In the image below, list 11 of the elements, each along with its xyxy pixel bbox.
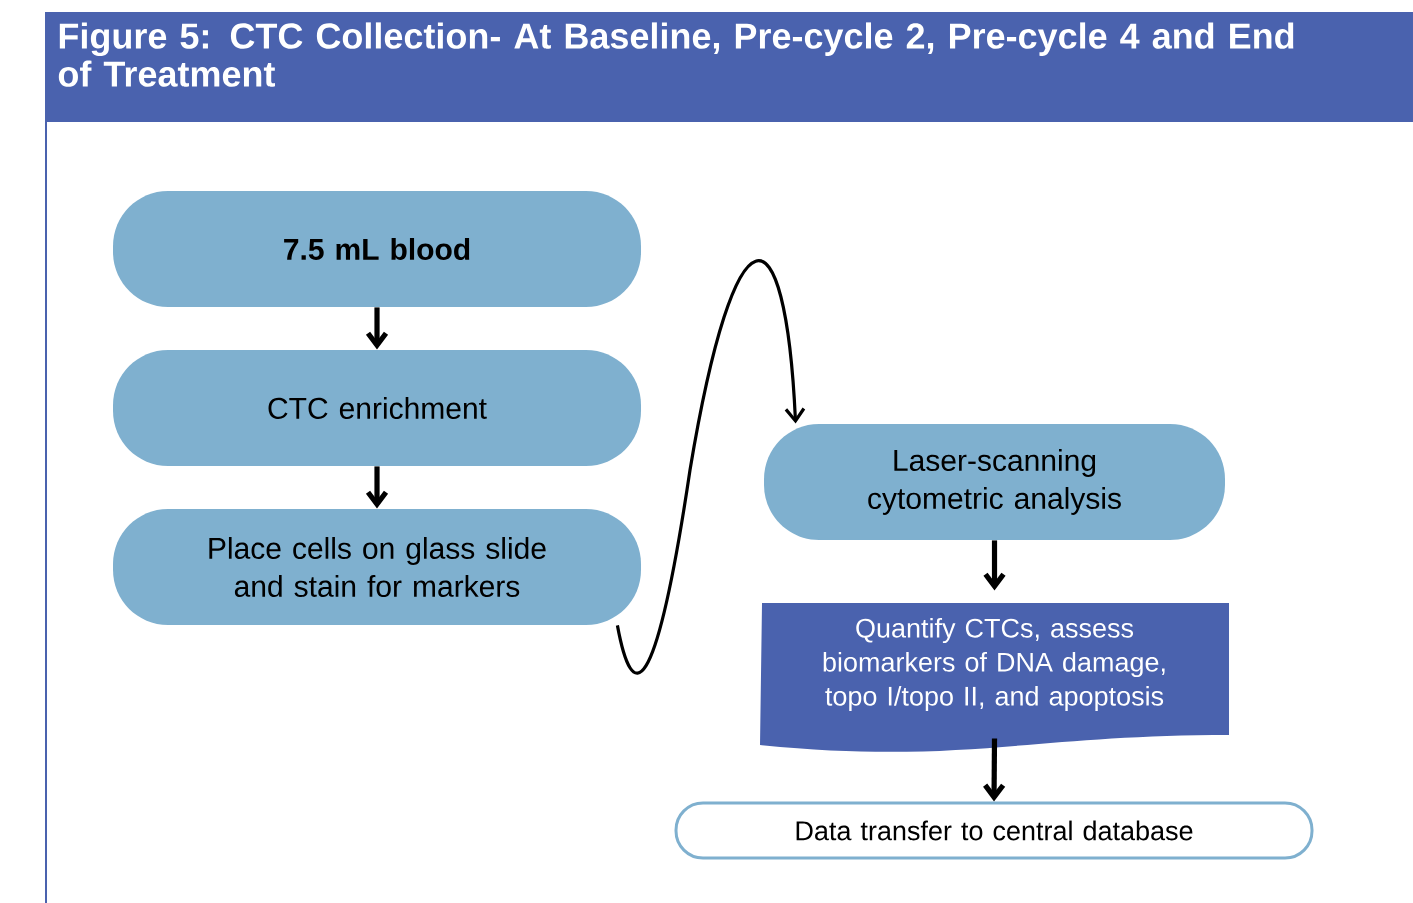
arrow [365,307,389,350]
process-box: 7.5 mL blood [113,191,641,307]
process-box: Laser-scanning cytometric analysis [764,424,1225,540]
title-banner: Figure 5: CTC Collection- At Baseline, Pre-cycle 2, Pre-cycle 4 and End of Treatment [45,12,1413,122]
arrow [983,738,1006,802]
arrow [365,466,389,509]
arrow [615,260,806,674]
outline-box: Data transfer to central database [674,801,1314,860]
process-box: CTC enrichment [113,350,641,466]
arrow [983,540,1006,591]
process-box: Place cells on glass slide and stain for markers [113,509,641,625]
